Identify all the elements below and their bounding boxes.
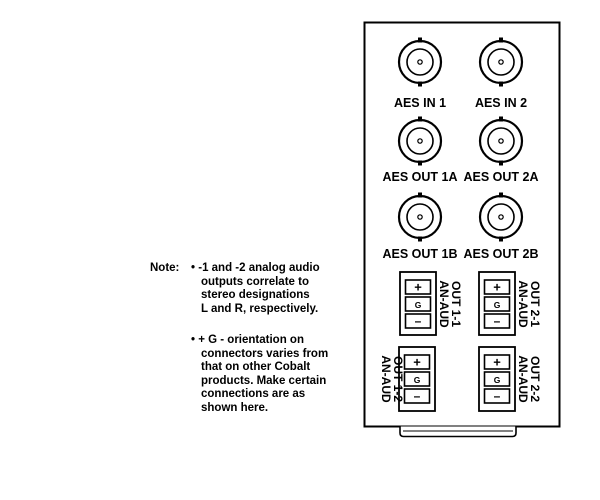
bullet: • bbox=[191, 334, 196, 346]
bnc-connector-aes-out-1a[interactable] bbox=[397, 116, 443, 166]
note-line: connectors varies from bbox=[201, 347, 329, 360]
pin-plus-label: + bbox=[413, 355, 421, 370]
pin-plus-label: + bbox=[493, 280, 501, 295]
terminal-block-an-aud-out-2-2[interactable]: + G – bbox=[478, 346, 516, 412]
terminal-block-an-aud-out-1-2[interactable]: + G – bbox=[398, 346, 436, 412]
note-line: that on other Cobalt bbox=[201, 361, 311, 374]
pin-minus-label: – bbox=[414, 389, 421, 403]
pin-plus-label: + bbox=[493, 355, 501, 370]
pin-minus-label: – bbox=[415, 314, 422, 328]
pin-ground-label: G bbox=[494, 300, 501, 310]
pin-plus-label: + bbox=[414, 280, 422, 295]
pin-minus-label: – bbox=[494, 389, 501, 403]
terminal-label-line2: OUT 2-2 bbox=[528, 356, 542, 402]
note-line: outputs correlate to bbox=[201, 275, 309, 288]
rear-panel-outline bbox=[363, 21, 561, 428]
note-line: products. Make certain bbox=[201, 374, 327, 387]
bnc-connector-aes-out-1b[interactable] bbox=[397, 192, 443, 242]
note-item-1: • -1 and -2 analog audio outputs correla… bbox=[191, 262, 361, 316]
pin-minus-label: – bbox=[494, 314, 501, 328]
connector-label: AES IN 1 bbox=[394, 96, 446, 110]
terminal-block-an-aud-out-2-1[interactable]: + G – bbox=[478, 271, 516, 336]
note-line: connections are as bbox=[201, 388, 306, 401]
note-text: + G - orientation on bbox=[198, 334, 304, 346]
note-heading: Note: bbox=[150, 262, 179, 276]
note-line: stereo designations bbox=[201, 289, 310, 302]
connector-label: AES IN 2 bbox=[475, 96, 527, 110]
note-line: • -1 and -2 analog audio bbox=[191, 262, 361, 276]
bnc-connector-aes-out-2b[interactable] bbox=[478, 192, 524, 242]
terminal-label-line2: OUT 1-2 bbox=[391, 356, 405, 402]
bnc-connector-aes-in-1[interactable] bbox=[397, 37, 443, 87]
note-line: shown here. bbox=[201, 401, 269, 414]
terminal-label-line2: OUT 1-1 bbox=[449, 281, 463, 327]
connector-label: AES OUT 2A bbox=[463, 170, 538, 184]
pin-ground-label: G bbox=[494, 375, 501, 385]
bnc-connector-aes-out-2a[interactable] bbox=[478, 116, 524, 166]
pin-ground-label: G bbox=[414, 375, 421, 385]
note-heading-text: Note: bbox=[150, 262, 180, 274]
terminal-block-an-aud-out-1-1[interactable]: + G – bbox=[399, 271, 437, 336]
terminal-label-line1: AN-AUD bbox=[516, 355, 530, 403]
note-line: L and R, respectively. bbox=[201, 302, 319, 315]
terminal-label-line1: AN-AUD bbox=[437, 280, 451, 328]
terminal-label-line1: AN-AUD bbox=[516, 280, 530, 328]
note-text: -1 and -2 analog audio bbox=[198, 262, 320, 274]
connector-label: AES OUT 1A bbox=[382, 170, 457, 184]
note-line: • + G - orientation on bbox=[191, 334, 361, 348]
terminal-label-line2: OUT 2-1 bbox=[528, 281, 542, 327]
terminal-label-line1: AN-AUD bbox=[379, 355, 393, 403]
pin-ground-label: G bbox=[415, 300, 422, 310]
bullet: • bbox=[191, 262, 196, 274]
connector-label: AES OUT 2B bbox=[463, 247, 538, 261]
note-item-2: • + G - orientation on connectors varies… bbox=[191, 334, 361, 416]
bnc-connector-aes-in-2[interactable] bbox=[478, 37, 524, 87]
connector-label: AES OUT 1B bbox=[382, 247, 457, 261]
